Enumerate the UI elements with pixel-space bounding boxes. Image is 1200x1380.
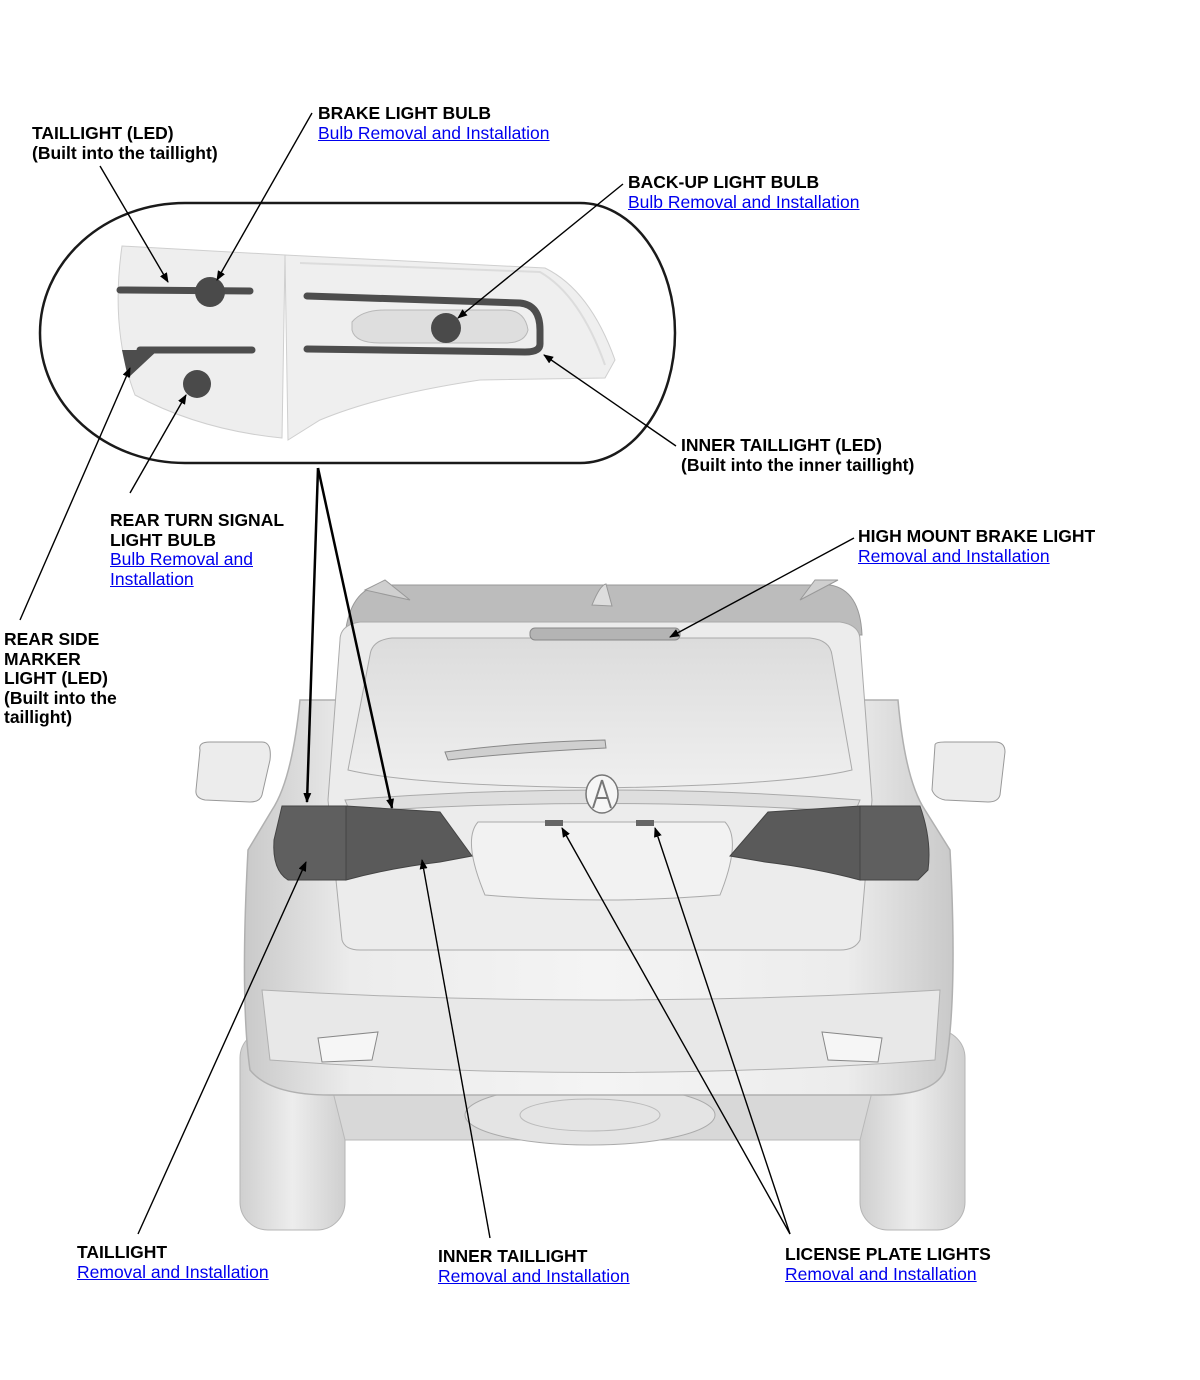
callout-title: REAR SIDE [4, 629, 100, 649]
exhaust-left [317, 1031, 379, 1063]
leader-lines [19, 112, 855, 1239]
license-plate-light-right [636, 820, 654, 826]
brake-light-bulb-link[interactable]: Bulb Removal and Installation [318, 122, 550, 143]
callout-title: TAILLIGHT [77, 1242, 168, 1262]
backup-light-bulb-dot [431, 313, 461, 343]
callout-inner-taillight-led: INNER TAILLIGHT (LED) (Built into the in… [681, 435, 915, 475]
turn-signal-bulb-dot [183, 370, 211, 398]
rear-wiper [444, 739, 607, 761]
callout-title: INNER TAILLIGHT (LED) [681, 435, 882, 455]
high-mount-brake-light-link[interactable]: Removal and Installation [858, 545, 1050, 566]
callout-title: LIGHT (LED) [4, 668, 109, 688]
callout-title: taillight) [4, 707, 73, 727]
brake-light-bulb-dot [195, 277, 225, 307]
callout-high-mount-brake-light: HIGH MOUNT BRAKE LIGHT Removal and Insta… [858, 526, 1096, 566]
left-taillight [273, 805, 347, 881]
callout-taillight-led: TAILLIGHT (LED) (Built into the tailligh… [32, 123, 218, 163]
right-mirror [931, 741, 1006, 803]
callout-title: (Built into the inner taillight) [681, 454, 915, 475]
callout-title: BACK-UP LIGHT BULB [628, 172, 820, 192]
callout-title: (Built into the taillight) [32, 142, 218, 163]
left-inner-taillight [345, 805, 473, 881]
callout-title: LICENSE PLATE LIGHTS [785, 1244, 991, 1264]
taillight-link[interactable]: Removal and Installation [77, 1261, 269, 1282]
callout-inner-taillight: INNER TAILLIGHT Removal and Installation [438, 1246, 630, 1286]
backup-light-bulb-link[interactable]: Bulb Removal and Installation [628, 191, 860, 212]
callout-title: HIGH MOUNT BRAKE LIGHT [858, 526, 1096, 546]
license-plate-light-left [545, 820, 563, 826]
callout-title: TAILLIGHT (LED) [32, 123, 174, 143]
rear-bumper [261, 989, 941, 1073]
callout-title: LIGHT BULB [110, 529, 216, 550]
license-plate-recess [470, 821, 733, 901]
callout-title: MARKER [4, 648, 81, 669]
callout-title: BRAKE LIGHT BULB [318, 103, 492, 123]
taillight-detail-callout [38, 201, 677, 465]
callout-rear-turn-signal: REAR TURN SIGNAL LIGHT BULB Bulb Removal… [110, 510, 285, 589]
inner-taillight-link[interactable]: Removal and Installation [438, 1265, 630, 1286]
callout-backup-light-bulb: BACK-UP LIGHT BULB Bulb Removal and Inst… [628, 172, 860, 212]
rear-turn-signal-link[interactable]: Bulb Removal and [110, 549, 253, 569]
right-taillight [859, 805, 930, 881]
left-mirror [195, 741, 271, 803]
license-plate-lights-link[interactable]: Removal and Installation [785, 1263, 977, 1284]
roof-antenna [591, 583, 613, 607]
rear-turn-signal-link-cont[interactable]: Installation [110, 568, 194, 589]
vehicle-rear-view [195, 579, 1006, 1231]
callout-title: INNER TAILLIGHT [438, 1246, 588, 1266]
high-mount-brake-light [529, 627, 681, 641]
callout-title: (Built into the [4, 687, 117, 708]
callout-brake-light-bulb: BRAKE LIGHT BULB Bulb Removal and Instal… [318, 103, 550, 143]
rear-window [347, 637, 853, 789]
callout-title: REAR TURN SIGNAL [110, 510, 285, 530]
callout-taillight: TAILLIGHT Removal and Installation [77, 1242, 269, 1282]
callout-license-plate-lights: LICENSE PLATE LIGHTS Removal and Install… [785, 1244, 991, 1284]
callout-rear-side-marker: REAR SIDE MARKER LIGHT (LED) (Built into… [4, 629, 117, 728]
exhaust-right [821, 1031, 883, 1063]
